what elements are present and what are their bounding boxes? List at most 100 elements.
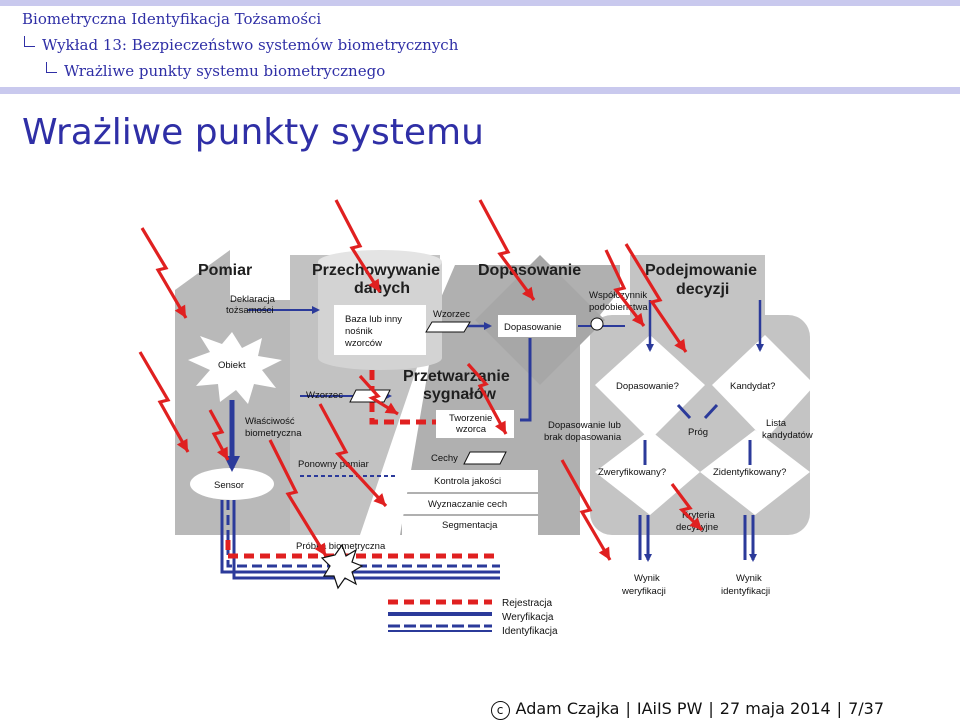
diagram-legend: Rejestracja Weryfikacja Identyfikacja (388, 598, 558, 637)
label-prog: Próg (688, 427, 708, 438)
label-sensor: Sensor (214, 480, 244, 491)
attack-arrow-11 (624, 243, 688, 353)
attack-arrow-3 (208, 409, 230, 461)
processing-boxes (402, 410, 538, 536)
attack-arrowhead-9 (495, 420, 506, 434)
decision-diamonds (595, 335, 815, 515)
section-headers: Pomiar Przechowywanie danych Dopasowanie… (198, 262, 757, 403)
header-bottom-bar (0, 87, 960, 94)
attack-arrowhead-13 (689, 517, 702, 530)
footer-date: 27 maja 2014 (719, 699, 831, 718)
label-tworzenie-1: Tworzenie (449, 413, 492, 424)
attack-arrowhead-12 (598, 546, 610, 560)
attack-arrow-4 (268, 439, 328, 557)
label-tworzenie-2: wzorca (455, 424, 487, 435)
header-podejmowanie: Podejmowanie (645, 262, 757, 279)
label-zidentyfikowany: Zidentyfikowany? (713, 467, 786, 478)
presentation-title[interactable]: Biometryczna Identyfikacja Tożsamości (22, 10, 322, 28)
label-kandydat-q: Kandydat? (730, 381, 775, 392)
data-parallelograms (320, 317, 604, 590)
label-wzorzec-top: Wzorzec (433, 309, 470, 320)
header-decyzji: decyzji (676, 281, 729, 298)
label-cechy: Cechy (431, 453, 458, 464)
header-pomiar: Pomiar (198, 262, 252, 279)
legend-label-enrollment: Rejestracja (502, 598, 552, 609)
attack-arrow-5 (334, 199, 382, 293)
label-wynik-i-2: identyfikacji (721, 586, 770, 597)
label-wzorzec-mid: Wzorzec (306, 390, 343, 401)
header-danych: danych (354, 280, 410, 297)
attack-arrowhead-4 (314, 542, 326, 556)
attack-arrowhead-7 (373, 493, 386, 506)
label-wspolczynnik-2: podobieństwa (589, 302, 648, 313)
header-przetwarzanie: Przetwarzanie (403, 368, 510, 385)
matching-diamond (475, 255, 605, 385)
footer-separator: | (708, 699, 714, 718)
label-lista-2: kandydatów (762, 430, 813, 441)
tree-connector (46, 62, 57, 73)
attack-arrowhead-6 (384, 402, 398, 414)
label-baza-2: nośnik (345, 326, 373, 337)
footer-page-number: 7/37 (848, 699, 884, 718)
header-top-bar (0, 0, 960, 6)
label-ponowny: Ponowny pomiar (298, 459, 369, 470)
label-kontrola: Kontrola jakości (434, 476, 501, 487)
attack-arrow-7 (318, 403, 388, 508)
label-wynik-w-1: Wynik (634, 573, 660, 584)
label-baza-3: wzorców (344, 338, 382, 349)
label-probka: Próbka biometryczna (296, 541, 386, 552)
label-baza-1: Baza lub inny (345, 314, 402, 325)
footer-separator: | (836, 699, 843, 718)
label-wlasciwosc-2: biometryczna (245, 428, 302, 439)
attack-arrow-8 (478, 199, 536, 301)
copyright-symbol: c (490, 701, 510, 720)
attack-point-arrows (138, 199, 704, 561)
legend-label-verification: Weryfikacja (502, 612, 554, 623)
label-wyznaczanie: Wyznaczanie cech (428, 499, 507, 510)
subsection-title[interactable]: Wrażliwe punkty systemu biometrycznego (64, 62, 386, 80)
tree-connector (24, 36, 35, 47)
legend-label-identification: Identyfikacja (502, 626, 558, 637)
attack-arrowhead-11 (674, 338, 686, 352)
label-dopasowanie-q: Dopasowanie? (616, 381, 679, 392)
footer-author: Adam Czajka (515, 699, 620, 718)
footer-institution: IAiIS PW (636, 699, 703, 718)
attack-arrow-12 (560, 459, 612, 561)
label-kryteria-1: Kryteria (682, 510, 715, 521)
label-deklaracja-2: tożsamości (226, 305, 274, 316)
label-wynik-i-1: Wynik (736, 573, 762, 584)
footer: c Adam Czajka | IAiIS PW | 27 maja 2014 | 7/37 (490, 699, 884, 720)
sensor-ellipse (190, 468, 274, 500)
label-deklaracja-1: Deklaracja (230, 294, 276, 305)
label-obiekt: Obiekt (218, 360, 246, 371)
attack-arrowhead-10 (631, 312, 644, 326)
attack-arrow-6 (358, 374, 399, 416)
label-wlasciwosc-1: Właściwość (245, 416, 295, 427)
attack-arrowhead-8 (522, 286, 534, 300)
label-dop-lub-2: brak dopasowania (544, 432, 622, 443)
attack-arrowhead-3 (217, 446, 228, 460)
header-dopasowanie: Dopasowanie (478, 262, 581, 279)
attack-arrow-2 (138, 351, 190, 453)
label-dop-lub-1: Dopasowanie lub (548, 420, 621, 431)
object-starburst (188, 332, 282, 404)
label-dopasowanie-box: Dopasowanie (504, 322, 562, 333)
attack-arrowhead-5 (368, 278, 380, 292)
attack-arrow-9 (466, 362, 508, 435)
label-zweryfikowany: Zweryfikowany? (598, 467, 666, 478)
header-przechowywanie: Przechowywanie (312, 262, 440, 279)
header-sygnalow: sygnałów (423, 386, 496, 403)
footer-separator: | (625, 699, 631, 718)
attack-arrow-13 (670, 483, 704, 532)
label-segmentacja: Segmentacja (442, 520, 498, 531)
label-wspolczynnik-1: Współczynnik (589, 290, 647, 301)
template-database-cylinder (318, 250, 442, 370)
section-title[interactable]: Wykład 13: Bezpieczeństwo systemów biome… (42, 36, 459, 54)
attack-arrow-1 (140, 227, 188, 319)
flow-lines (220, 300, 764, 580)
frame-title: Wrażliwe punkty systemu (22, 112, 484, 153)
attack-arrow-10 (604, 249, 646, 327)
label-lista-1: Lista (766, 418, 787, 429)
beamer-navigation-header: Biometryczna Identyfikacja Tożsamości Wy… (0, 0, 960, 94)
